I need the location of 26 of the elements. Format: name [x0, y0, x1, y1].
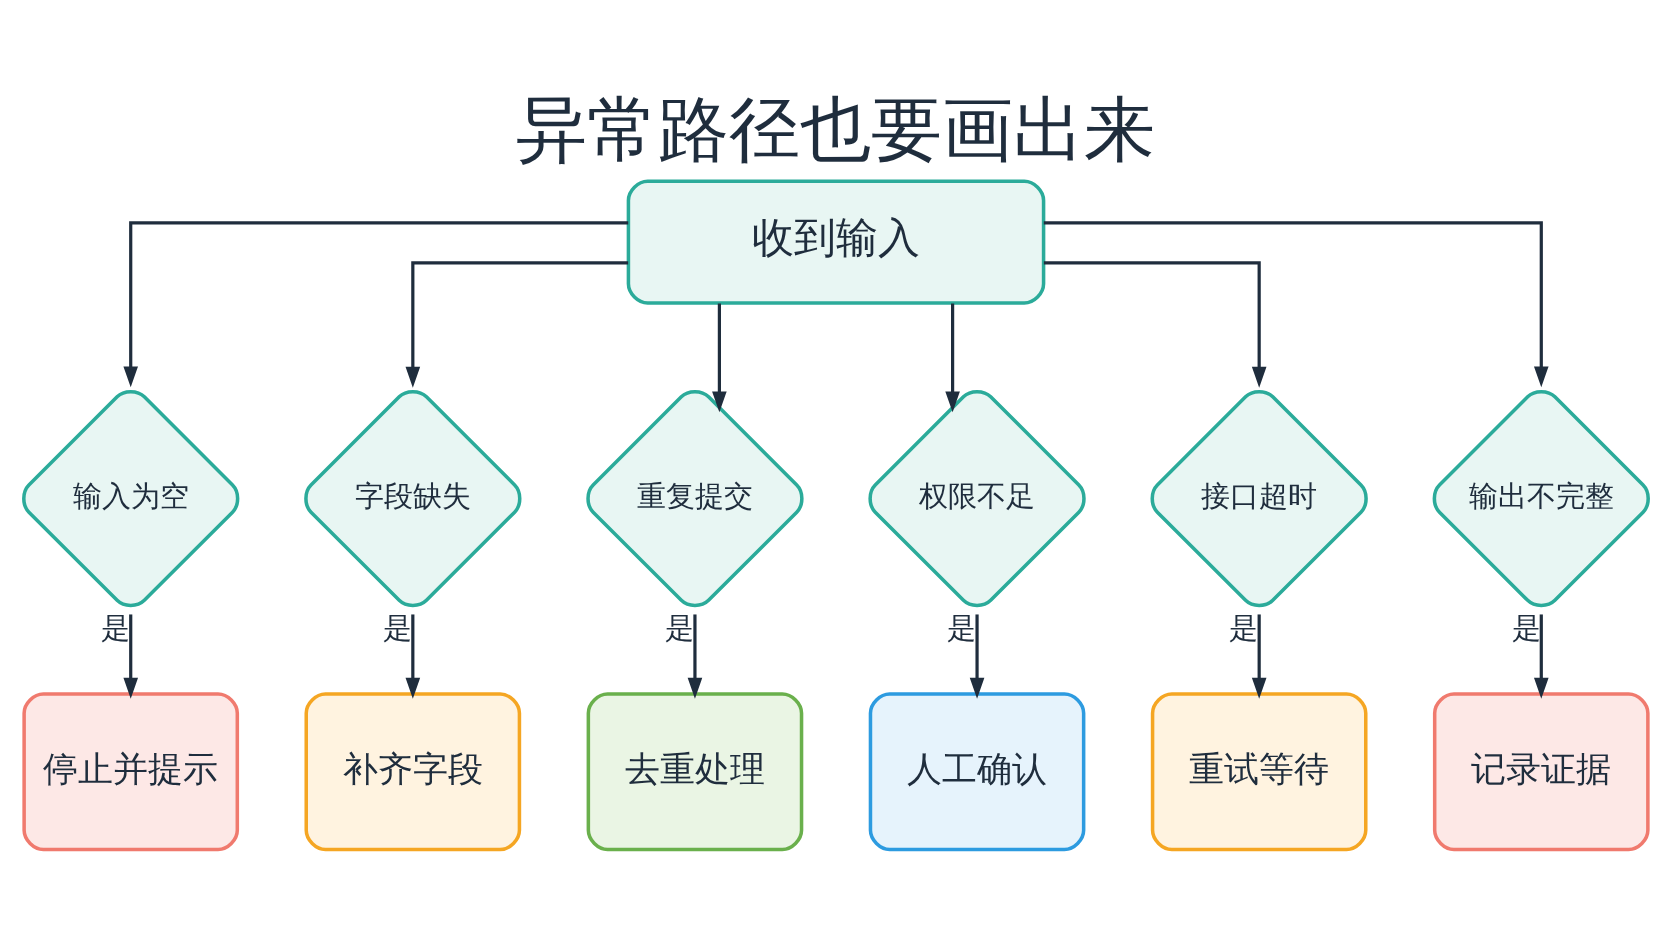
edge-label: 是 [100, 610, 130, 645]
arrow [1533, 614, 1549, 699]
arrow [1043, 261, 1267, 388]
arrow [945, 303, 960, 413]
arrow [969, 614, 985, 699]
edge-label: 是 [1229, 610, 1259, 645]
arrow [712, 303, 727, 413]
node-box: 人工确认 [868, 692, 1086, 852]
node-box: 去重处理 [586, 692, 804, 852]
edge-label: 是 [665, 610, 695, 645]
node-box: 记录证据 [1432, 692, 1650, 852]
edge-label: 是 [383, 610, 413, 645]
diagram-title: 异常路径也要画出来 [516, 89, 1156, 172]
node-box: 补齐字段 [304, 692, 522, 852]
arrow [405, 614, 421, 699]
edge-label: 是 [947, 610, 977, 645]
node-box: 停止并提示 [22, 692, 240, 852]
arrow [1251, 614, 1267, 699]
arrow [1043, 221, 1549, 388]
arrow [405, 261, 629, 388]
arrow [687, 614, 703, 699]
node-box: 重试等待 [1150, 692, 1368, 852]
node-box: 收到输入 [626, 179, 1046, 305]
edge-label: 是 [1511, 610, 1541, 645]
arrow [123, 614, 139, 699]
arrow [123, 221, 629, 388]
